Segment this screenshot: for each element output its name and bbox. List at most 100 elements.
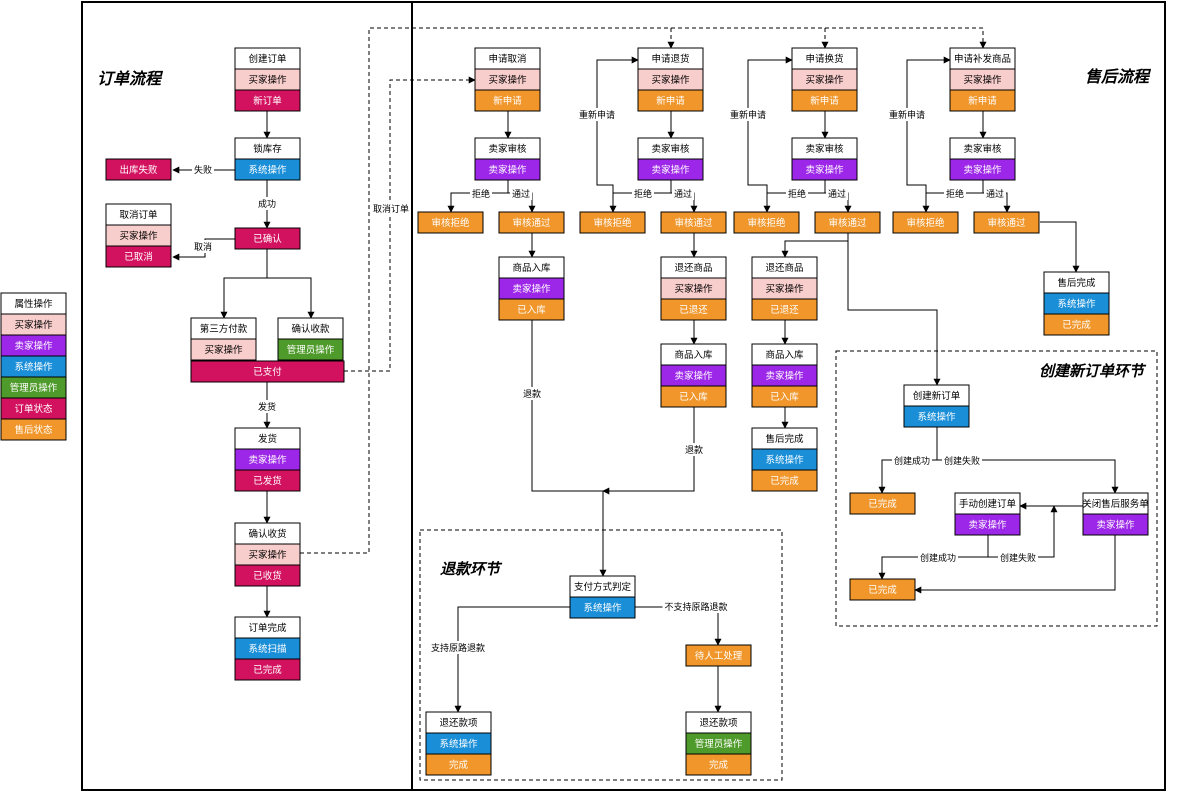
- edge-label: 取消订单: [373, 203, 409, 215]
- node-label: 退还款项: [439, 717, 478, 729]
- flow-arrow: [602, 407, 695, 495]
- node-cell: [579, 211, 646, 234]
- node-label: 商品入库: [674, 349, 713, 361]
- edge-label-bg: [577, 108, 617, 121]
- node-label: 已完成: [770, 475, 799, 487]
- node-label: 卖家操作: [512, 283, 551, 295]
- legend-label: 买家操作: [14, 319, 53, 331]
- flow-arrow: [747, 56, 793, 212]
- node-cell: [190, 338, 257, 361]
- new-order-section-title: 创建新订单环节: [1039, 362, 1147, 380]
- node-label: 卖家审核: [805, 143, 844, 155]
- node-label: 关闭售后服务单: [1082, 498, 1149, 510]
- pass3-node: 审核通过: [814, 211, 881, 234]
- pass2-node: 审核通过: [660, 211, 727, 234]
- node-label: 第三方付款: [200, 323, 248, 335]
- out-fail-node: 出库失败: [105, 158, 172, 181]
- flow-arrow: [267, 277, 315, 319]
- node-cell: [569, 596, 636, 619]
- node-cell: [637, 158, 704, 181]
- node-cell: [949, 158, 1016, 181]
- node-label: 商品入库: [512, 262, 551, 274]
- node-label: 审核通过: [512, 217, 551, 229]
- manual-node: 待人工处理: [685, 644, 752, 667]
- edge-label-bg: [429, 641, 487, 654]
- node-label: 卖家操作: [1096, 519, 1135, 531]
- node-label: 卖家审核: [651, 143, 690, 155]
- node-label: 买家操作: [963, 74, 1002, 86]
- edge-label-bg: [942, 454, 982, 467]
- edge-label: 拒绝: [472, 188, 490, 200]
- flow-arrow: [914, 535, 1116, 594]
- flow-arrow: [937, 459, 1119, 494]
- edge-label: 拒绝: [788, 188, 806, 200]
- edge-label-bg: [256, 400, 278, 413]
- node-label: 申请补发商品: [954, 53, 1011, 65]
- order-flow-title: 订单流程: [97, 69, 164, 88]
- reject2-node: 审核拒绝: [579, 211, 646, 234]
- node-label: 新申请: [493, 95, 522, 107]
- node-label: 买家操作: [674, 283, 713, 295]
- paid-node: 已支付: [190, 360, 345, 383]
- edge-label-bg: [521, 387, 543, 400]
- node-label: 卖家操作: [963, 164, 1002, 176]
- dashed-flow-arrow: [344, 76, 476, 372]
- node-label: 手动创建订单: [959, 498, 1017, 510]
- node-label: 商品入库: [765, 349, 804, 361]
- edge-label: 取消: [194, 241, 212, 253]
- flow-arrow: [596, 56, 639, 212]
- edge-label-bg: [984, 187, 1006, 200]
- node-label: 退还款项: [699, 717, 738, 729]
- node-label: 完成: [709, 759, 729, 771]
- flow-arrow: [906, 56, 951, 212]
- node-label: 待人工处理: [695, 650, 743, 662]
- node-label: 新订单: [253, 95, 282, 107]
- done-b-node: 已完成: [849, 578, 916, 601]
- edge-label: 创建成功: [894, 455, 930, 467]
- legend-swatch: [0, 418, 67, 441]
- node-label: 已完成: [253, 664, 282, 676]
- node-cell: [474, 158, 541, 181]
- edge-label: 退款: [523, 388, 541, 400]
- node-label: 已支付: [253, 366, 282, 378]
- node-label: 买家操作: [119, 230, 158, 242]
- node-label: 创建新订单: [913, 390, 961, 402]
- node-label: 系统操作: [439, 738, 478, 750]
- node-cell: [234, 658, 301, 681]
- after-sale-frame: [411, 1, 1166, 791]
- after-sale-title: 售后流程: [1085, 67, 1152, 86]
- edge-labels-layer: 失败成功取消取消订单发货拒绝通过拒绝通过拒绝通过拒绝通过重新申请重新申请重新申请…: [192, 108, 1038, 654]
- edge-label-bg: [892, 454, 932, 467]
- edge-label-bg: [918, 551, 958, 564]
- node-label: 已收货: [253, 570, 282, 582]
- node-cell: [849, 578, 916, 601]
- node-label: 确认收款: [291, 323, 330, 335]
- reject4-node: 审核拒绝: [892, 211, 959, 234]
- edge-label-bg: [371, 202, 411, 215]
- node-cell: [105, 158, 172, 181]
- edge-label-bg: [510, 187, 532, 200]
- node-cell: [1082, 513, 1149, 536]
- node-label: 申请取消: [488, 53, 526, 65]
- node-label: 买家操作: [488, 74, 527, 86]
- node-cell: [685, 753, 752, 776]
- node-label: 已取消: [124, 251, 153, 263]
- node-label: 买家操作: [651, 74, 690, 86]
- reject1-node: 审核拒绝: [417, 211, 484, 234]
- node-label: 已入库: [679, 391, 708, 403]
